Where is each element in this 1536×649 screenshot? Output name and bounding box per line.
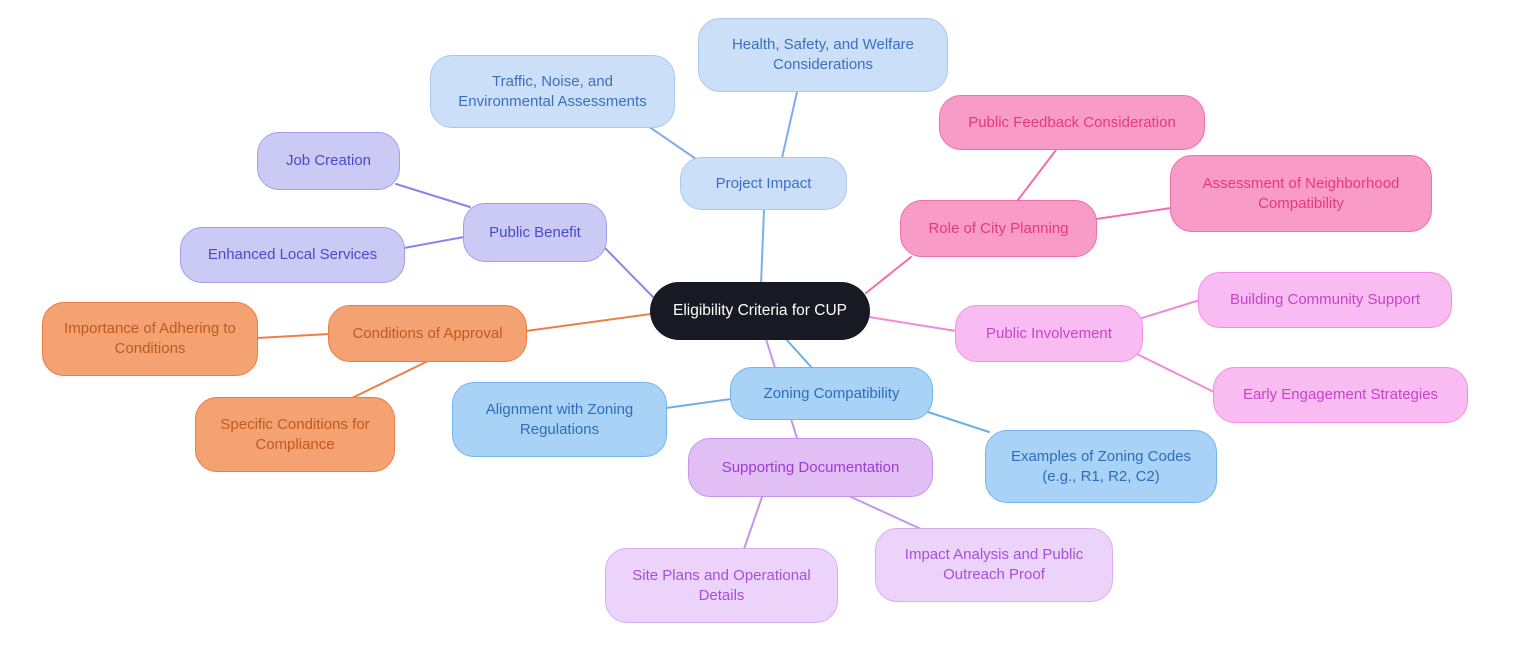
edge-central-project-impact [760, 209, 765, 285]
edge-role-assessment [1095, 207, 1172, 220]
child-node-examples-zoning-codes[interactable]: Examples of Zoning Codes (e.g., R1, R2, … [985, 430, 1217, 503]
child-node-assessment-neighborhood-compatibility[interactable]: Assessment of Neighborhood Compatibility [1170, 155, 1432, 232]
edge-zoning-examples [927, 411, 990, 433]
edge-central-zoning-compatibility [785, 338, 813, 369]
edge-central-public-involvement [868, 316, 957, 332]
edge-conditions-importance [256, 333, 330, 339]
branch-node-public-involvement[interactable]: Public Involvement [955, 305, 1143, 362]
child-node-traffic-noise-environmental[interactable]: Traffic, Noise, and Environmental Assess… [430, 55, 675, 128]
edge-project-impact-health-safety [781, 91, 798, 159]
edge-central-role-city-planning [865, 256, 912, 294]
edge-project-impact-traffic-noise [647, 125, 697, 160]
edge-zoning-alignment [665, 398, 732, 409]
edge-involvement-early-engagement [1134, 352, 1217, 394]
branch-node-project-impact[interactable]: Project Impact [680, 157, 847, 210]
edge-central-public-benefit [605, 248, 654, 298]
branch-node-conditions-of-approval[interactable]: Conditions of Approval [328, 305, 527, 362]
child-node-enhanced-local-services[interactable]: Enhanced Local Services [180, 227, 405, 283]
edge-conditions-specific [351, 360, 429, 399]
child-node-early-engagement-strategies[interactable]: Early Engagement Strategies [1213, 367, 1468, 423]
child-node-alignment-zoning-regulations[interactable]: Alignment with Zoning Regulations [452, 382, 667, 457]
edge-supporting-impact-analysis [850, 496, 922, 530]
edge-involvement-building-support [1141, 299, 1201, 319]
branch-node-role-of-city-planning[interactable]: Role of City Planning [900, 200, 1097, 257]
child-node-site-plans-operational-details[interactable]: Site Plans and Operational Details [605, 548, 838, 623]
child-node-health-safety-welfare[interactable]: Health, Safety, and Welfare Consideratio… [698, 18, 948, 92]
edge-central-conditions-approval [525, 313, 652, 332]
edge-public-benefit-enhanced-local [403, 236, 465, 249]
branch-node-zoning-compatibility[interactable]: Zoning Compatibility [730, 367, 933, 420]
child-node-impact-analysis-outreach-proof[interactable]: Impact Analysis and Public Outreach Proo… [875, 528, 1113, 602]
edge-role-public-feedback [1017, 149, 1057, 201]
central-topic-node[interactable]: Eligibility Criteria for CUP [650, 282, 870, 340]
child-node-job-creation[interactable]: Job Creation [257, 132, 400, 190]
branch-node-public-benefit[interactable]: Public Benefit [463, 203, 607, 262]
child-node-specific-conditions-compliance[interactable]: Specific Conditions for Compliance [195, 397, 395, 472]
child-node-building-community-support[interactable]: Building Community Support [1198, 272, 1452, 328]
edge-public-benefit-job-creation [395, 183, 471, 208]
child-node-public-feedback-consideration[interactable]: Public Feedback Consideration [939, 95, 1205, 150]
child-node-importance-adhering-conditions[interactable]: Importance of Adhering to Conditions [42, 302, 258, 376]
edge-supporting-site-plans [743, 496, 763, 550]
branch-node-supporting-documentation[interactable]: Supporting Documentation [688, 438, 933, 497]
